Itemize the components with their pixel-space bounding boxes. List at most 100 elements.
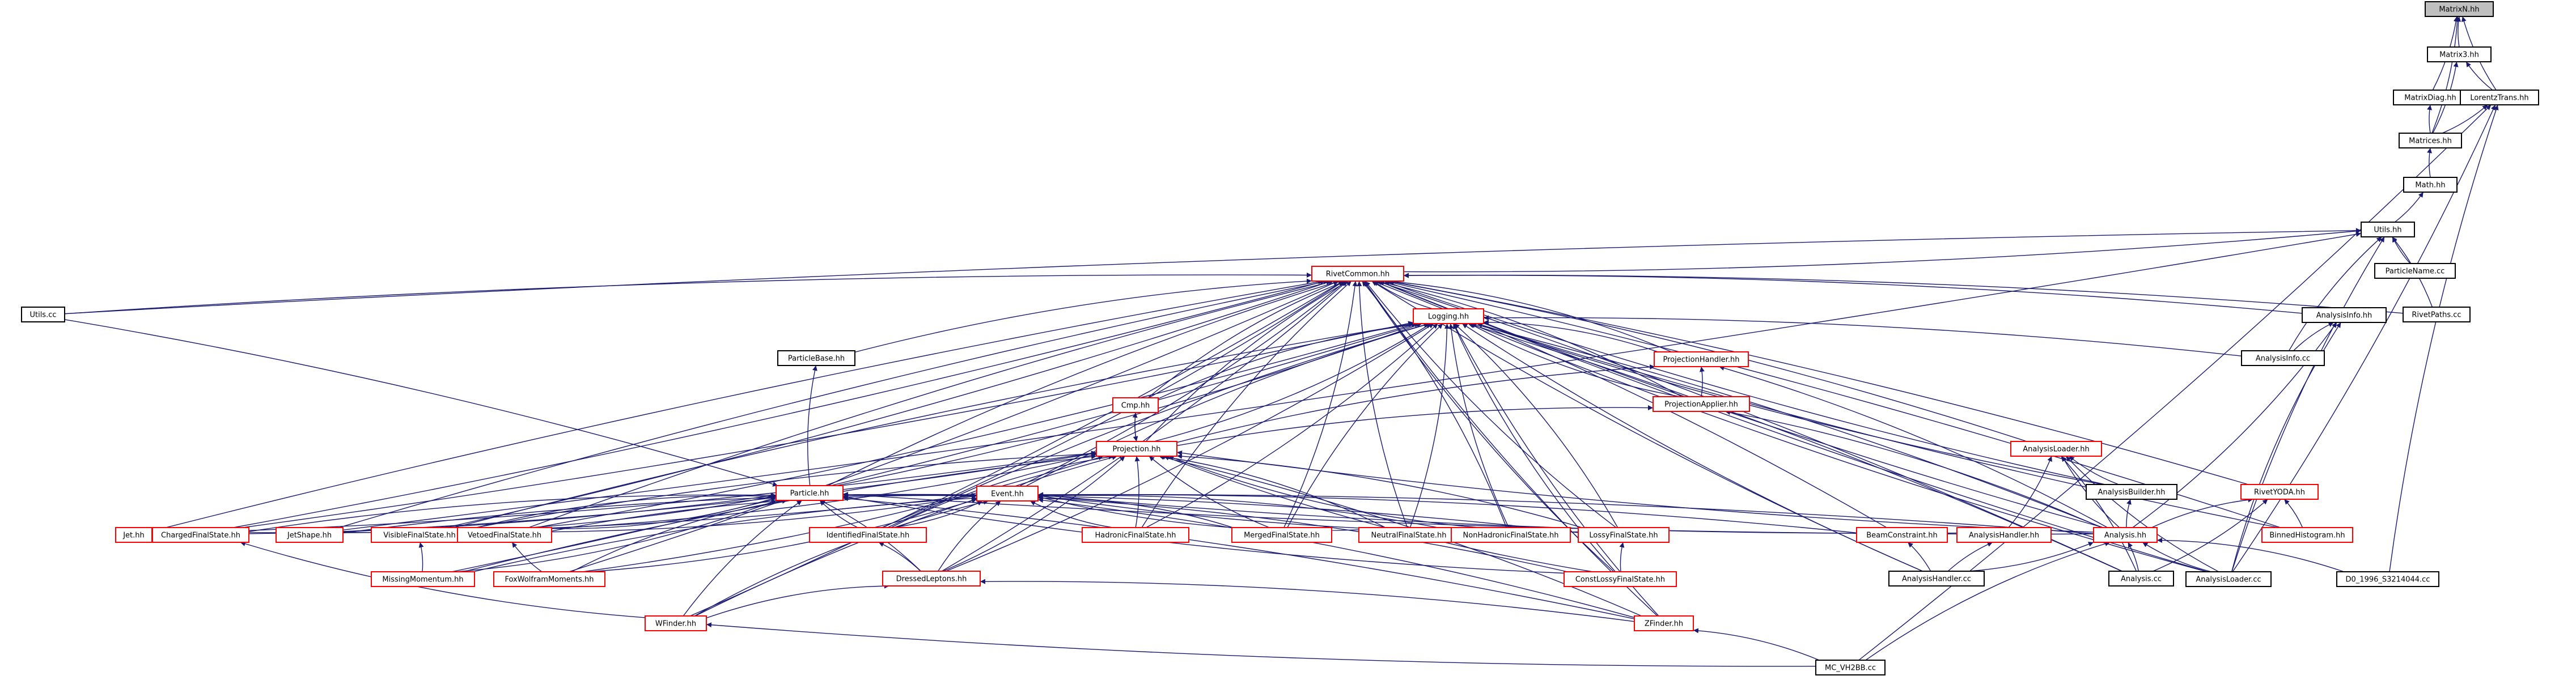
node-matrix3[interactable]: Matrix3.hh xyxy=(2427,46,2492,62)
node-matrixdiag-box xyxy=(2393,90,2468,105)
node-hadronicfs[interactable]: HadronicFinalState.hh xyxy=(1082,527,1189,543)
node-rivetpaths[interactable]: RivetPaths.cc xyxy=(2403,307,2471,322)
edge-analysisinfocc-to-analysisinfohh xyxy=(2293,322,2334,351)
node-constlossyfs[interactable]: ConstLossyFinalState.hh xyxy=(1564,571,1677,587)
node-math[interactable]: Math.hh xyxy=(2403,177,2458,193)
node-mcvh2bb[interactable]: MC_VH2BB.cc xyxy=(1815,660,1886,675)
node-analysisinfocc[interactable]: AnalysisInfo.cc xyxy=(2241,350,2325,366)
node-logging[interactable]: Logging.hh xyxy=(1413,308,1484,324)
edge-hadronicfs-to-rivetcommon xyxy=(1141,280,1352,528)
node-neutralfs[interactable]: NeutralFinalState.hh xyxy=(1358,527,1459,543)
node-cmp[interactable]: Cmp.hh xyxy=(1112,397,1159,413)
node-analysisloaderhh[interactable]: AnalysisLoader.hh xyxy=(2010,441,2102,457)
edge-particle-to-particlebase xyxy=(807,365,817,486)
node-matrices[interactable]: Matrices.hh xyxy=(2399,133,2462,148)
edge-zfinder-to-projection xyxy=(1159,454,1642,617)
edge-utilscc-to-utilshh xyxy=(64,228,2362,314)
node-lorentztrans[interactable]: LorentzTrans.hh xyxy=(2460,90,2539,105)
node-event[interactable]: Event.hh xyxy=(976,486,1039,502)
edge-neutralfs-to-projection xyxy=(1159,454,1386,528)
node-beamconstraint[interactable]: BeamConstraint.hh xyxy=(1856,527,1948,543)
edge-analysiscc-to-analysishh xyxy=(2128,542,2139,572)
node-d0[interactable]: D0_1996_S3214044.cc xyxy=(2336,571,2439,587)
node-lossyfs[interactable]: LossyFinalState.hh xyxy=(1578,527,1670,543)
edge-analysishh-to-rivetyoda xyxy=(2151,497,2253,528)
edge-dressedleptons-to-projection xyxy=(943,456,1125,572)
edge-projectionapplier-to-rivetcommon xyxy=(1377,279,1683,397)
node-analysisinfohh[interactable]: AnalysisInfo.hh xyxy=(2302,307,2387,323)
edge-mcvh2bb-to-wfinder xyxy=(706,622,1816,667)
node-nonhadronicfs[interactable]: NonHadronicFinalState.hh xyxy=(1451,527,1571,543)
node-matrixdiag[interactable]: MatrixDiag.hh xyxy=(2393,90,2468,105)
node-mcvh2bb-box xyxy=(1815,660,1886,675)
node-vetoedfs-box xyxy=(457,527,552,543)
node-missingmomentum-label: MissingMomentum.hh xyxy=(382,576,463,584)
node-d0-label: D0_1996_S3214044.cc xyxy=(2346,576,2430,584)
node-cmp-label: Cmp.hh xyxy=(1121,402,1150,410)
node-foxwolfram[interactable]: FoxWolframMoments.hh xyxy=(493,571,605,587)
node-particlename[interactable]: ParticleName.cc xyxy=(2374,263,2456,279)
edge-particlebase-to-rivetcommon xyxy=(854,278,1312,353)
edge-foxwolfram-to-projection xyxy=(582,455,1104,572)
edge-analysisloadercc-to-analysisloaderhh xyxy=(2065,456,2219,572)
edge-nonhadronicfs-to-event xyxy=(1037,493,1452,531)
node-projectionhandler[interactable]: ProjectionHandler.hh xyxy=(1654,351,1749,367)
edge-analysisinfocc-to-utilshh xyxy=(2288,236,2382,351)
edge-missingmomentum-to-particle xyxy=(456,499,777,572)
node-neutralfs-label: NeutralFinalState.hh xyxy=(1371,532,1447,540)
node-utilshh[interactable]: Utils.hh xyxy=(2361,222,2415,237)
node-projectionapplier[interactable]: ProjectionApplier.hh xyxy=(1653,396,1750,412)
node-chargedfs[interactable]: ChargedFinalState.hh xyxy=(152,527,249,543)
edge-lossyfs-to-logging xyxy=(1454,323,1619,528)
node-math-box xyxy=(2403,177,2458,193)
edge-constlossyfs-to-lossyfs xyxy=(1619,542,1625,572)
node-rivetcommon[interactable]: RivetCommon.hh xyxy=(1311,266,1404,282)
node-event-label: Event.hh xyxy=(991,490,1024,499)
node-dressedleptons[interactable]: DressedLeptons.hh xyxy=(882,571,981,586)
edge-analysisbuilder-to-logging xyxy=(1477,322,2103,485)
node-jetshape[interactable]: JetShape.hh xyxy=(276,527,344,543)
node-lorentztrans-label: LorentzTrans.hh xyxy=(2470,94,2528,103)
edge-d0-to-analysishh xyxy=(2156,537,2345,572)
node-mcvh2bb-label: MC_VH2BB.cc xyxy=(1825,664,1876,673)
node-analysisloadercc[interactable]: AnalysisLoader.cc xyxy=(2185,571,2272,587)
node-mergedfs[interactable]: MergedFinalState.hh xyxy=(1231,527,1332,543)
node-identifiedfs[interactable]: IdentifiedFinalState.hh xyxy=(809,527,927,543)
node-vetoedfs[interactable]: VetoedFinalState.hh xyxy=(457,527,552,543)
edge-hadronicfs-to-projection xyxy=(1134,456,1140,528)
edge-dressedleptons-to-event xyxy=(938,500,1001,572)
node-analysiscc[interactable]: Analysis.cc xyxy=(2108,571,2174,586)
edge-analysishh-to-projectionhandler xyxy=(1719,366,2108,528)
node-zfinder[interactable]: ZFinder.hh xyxy=(1634,615,1694,631)
node-matrix3-label: Matrix3.hh xyxy=(2439,51,2479,60)
edge-binnedhistogram-to-logging xyxy=(1477,322,2279,528)
node-rivetyoda[interactable]: RivetYODA.hh xyxy=(2240,484,2319,500)
node-missingmomentum[interactable]: MissingMomentum.hh xyxy=(371,571,475,587)
node-missingmomentum-box xyxy=(371,571,475,587)
node-particle[interactable]: Particle.hh xyxy=(776,485,844,501)
node-lorentztrans-box xyxy=(2460,90,2539,105)
node-wfinder[interactable]: WFinder.hh xyxy=(645,615,707,631)
edge-constlossyfs-to-particle xyxy=(842,495,1565,574)
edge-analysisbuilder-to-analysisloaderhh xyxy=(2069,456,2119,485)
node-binnedhistogram[interactable]: BinnedHistogram.hh xyxy=(2261,527,2353,543)
edge-visiblefs-to-rivetcommon xyxy=(446,280,1332,528)
node-chargedfs-box xyxy=(152,527,249,543)
node-particlebase[interactable]: ParticleBase.hh xyxy=(777,350,855,366)
node-rivetcommon-box xyxy=(1311,266,1404,282)
node-jet[interactable]: Jet.hh xyxy=(115,527,152,543)
edge-chargedfs-to-particle xyxy=(248,492,777,532)
node-analysishandlercc[interactable]: AnalysisHandler.cc xyxy=(1888,571,1985,586)
node-analysisbuilder[interactable]: AnalysisBuilder.hh xyxy=(2086,484,2177,500)
node-visiblefs[interactable]: VisibleFinalState.hh xyxy=(371,527,468,543)
node-matrixn-label: MatrixN.hh xyxy=(2439,6,2479,14)
node-utilscc[interactable]: Utils.cc xyxy=(21,307,65,322)
node-analysishandlerhh[interactable]: AnalysisHandler.hh xyxy=(1956,527,2052,543)
node-analysishh[interactable]: Analysis.hh xyxy=(2093,527,2158,543)
node-projection[interactable]: Projection.hh xyxy=(1096,441,1177,457)
node-particlebase-label: ParticleBase.hh xyxy=(788,355,845,363)
edge-identifiedfs-to-projection xyxy=(891,454,1114,528)
edge-analysiscc-to-rivetyoda xyxy=(2153,499,2268,572)
edge-matrices-to-matrixdiag xyxy=(2427,104,2433,134)
node-particlebase-box xyxy=(777,350,855,366)
